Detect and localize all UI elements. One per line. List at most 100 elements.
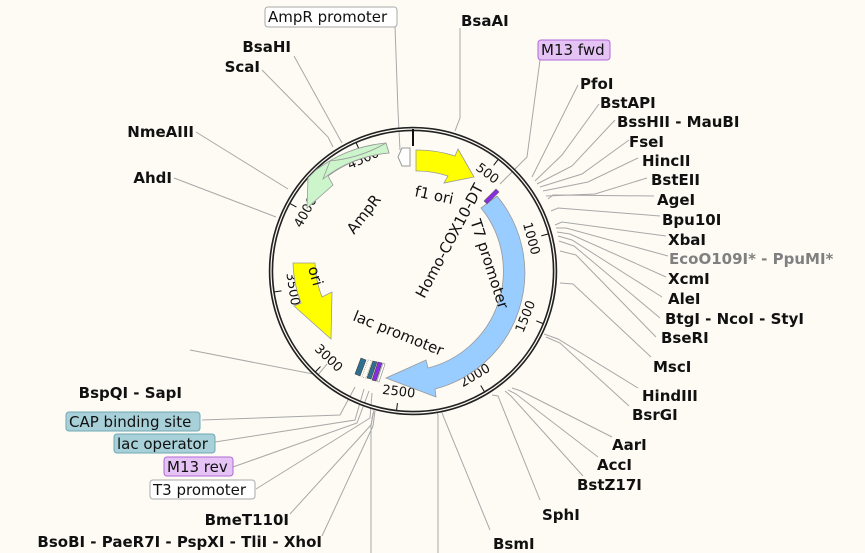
feature-t3-promoter-marker <box>376 362 386 383</box>
feature-homo-cox10-dt-arrow <box>384 195 526 398</box>
leader-eco0109i <box>556 227 669 257</box>
feature-ampr-body <box>322 142 390 181</box>
enzyme-bspqi-sapi[interactable]: BspQI - SapI <box>79 384 182 402</box>
enzyme-xbai[interactable]: XbaI <box>668 231 706 249</box>
feature-m13-rev-marker <box>371 361 383 382</box>
box-m13-rev-text: M13 rev <box>167 458 228 476</box>
leader-bsahi <box>293 55 343 144</box>
enzyme-pfoi[interactable]: PfoI <box>580 75 613 93</box>
leader-m13fwd <box>499 59 541 185</box>
box-m13-rev[interactable] <box>163 456 234 477</box>
leader-hincii <box>542 157 639 192</box>
leader-ampr-promoter <box>394 25 401 151</box>
leader-bottom-cut <box>370 412 374 553</box>
enzyme-hindiii[interactable]: HindIII <box>642 387 698 405</box>
feature-f1-ori-arrow <box>415 148 475 184</box>
box-t3-promoter-text: T3 promoter <box>152 481 247 499</box>
enzyme-bsteii[interactable]: BstEII <box>651 171 700 189</box>
box-cap-binding-site[interactable] <box>65 411 201 432</box>
tick-mark-500 <box>493 159 499 166</box>
leader-agei <box>547 194 655 200</box>
enzyme-bsmi[interactable]: BsmI <box>493 535 535 553</box>
enzyme-bmet110i[interactable]: BmeT110I <box>205 511 289 529</box>
enzyme-bstapi[interactable]: BstAPI <box>600 94 656 112</box>
feature-lac-promoter-marker <box>361 359 373 379</box>
enzyme-xcmi[interactable]: XcmI <box>668 270 710 288</box>
feature-cap-binding-site-marker <box>354 357 367 377</box>
box-lac-operator[interactable] <box>113 433 216 454</box>
feature-lac-operator-marker <box>366 360 378 380</box>
enzyme-nmeaiii[interactable]: NmeAIII <box>127 123 194 141</box>
enzyme-fsei[interactable]: FseI <box>629 133 664 151</box>
box-t3-promoter[interactable] <box>149 479 256 500</box>
tick-label-500: 500 <box>473 161 502 188</box>
leader-extra-bottom <box>435 408 439 553</box>
enzyme-acci[interactable]: AccI <box>597 456 632 474</box>
leader-scai <box>261 69 334 148</box>
tick-mark-1500 <box>536 320 543 324</box>
enzyme-scai[interactable]: ScaI <box>225 58 260 76</box>
boxed-labels: AmpR promoter M13 fwd CAP binding site l… <box>65 6 611 500</box>
leader-bsmi <box>440 409 491 531</box>
enzyme-bsrgi[interactable]: BsrGI <box>632 406 678 424</box>
tick-mark-3000 <box>315 366 321 372</box>
leader-lac-operator <box>214 388 365 443</box>
leader-xcmi <box>556 231 667 278</box>
tick-mark-1000 <box>541 233 549 237</box>
enzyme-ahdi[interactable]: AhdI <box>133 169 172 187</box>
enzymes-left: BsaHI ScaI NmeAIII AhdI BspQI - SapI Bme… <box>37 38 322 551</box>
leader-alei <box>557 235 663 298</box>
enzyme-btgi-ncoi-styi[interactable]: BtgI - NcoI - StyI <box>665 310 804 328</box>
enzyme-bsaai[interactable]: BsaAI <box>461 12 509 30</box>
leader-sphi <box>491 394 541 501</box>
leader-bstapi <box>534 103 600 182</box>
box-lac-operator-text: lac operator <box>117 435 209 453</box>
enzyme-bseri[interactable]: BseRI <box>661 329 709 347</box>
enzyme-hincii[interactable]: HincII <box>642 152 690 170</box>
leader-lines <box>173 25 669 553</box>
leader-acci <box>507 389 599 458</box>
leader-t3-promoter <box>255 392 373 490</box>
enzyme-agei[interactable]: AgeI <box>657 191 695 209</box>
enzyme-bstz17i[interactable]: BstZ17I <box>577 476 642 494</box>
feature-ampr-promoter-arrow <box>397 147 411 167</box>
leader-ahdi <box>173 177 277 218</box>
label-lac-promoter: lac promoter <box>351 307 448 360</box>
box-cap-binding-site-text: CAP binding site <box>69 413 191 431</box>
feature-ori-arrow <box>292 262 333 340</box>
enzyme-ecoo109i-ppumi[interactable]: EcoO109I* - PpuMI* <box>669 250 834 268</box>
tick-mark-2000 <box>480 385 485 392</box>
enzyme-bsobi-group[interactable]: BsoBI - PaeR7I - PspXI - TliI - XhoI <box>37 533 322 551</box>
label-ampr: AmpR <box>343 191 385 237</box>
leader-msci <box>559 282 652 358</box>
enzyme-alei[interactable]: AleI <box>668 290 701 308</box>
label-ori: ori <box>304 264 327 288</box>
tick-mark-3500 <box>274 290 282 293</box>
leader-cap-site <box>201 386 356 421</box>
tick-mark-2500 <box>396 403 398 411</box>
leader-m13rev <box>232 390 370 468</box>
leader-bsobi <box>321 410 376 537</box>
box-m13-fwd-text: M13 fwd <box>541 41 605 59</box>
enzyme-msci[interactable]: MscI <box>653 358 691 376</box>
enzyme-aari[interactable]: AarI <box>612 436 647 454</box>
box-ampr-promoter-text: AmpR promoter <box>268 8 388 26</box>
leader-aari <box>511 387 613 438</box>
tick-mark-4000 <box>290 203 297 208</box>
box-m13-fwd[interactable] <box>537 39 611 61</box>
leader-xbai <box>554 221 667 237</box>
enzyme-sphi[interactable]: SphI <box>542 506 580 524</box>
leader-bsrgi <box>545 336 630 407</box>
box-ampr-promoter[interactable] <box>264 6 398 28</box>
leader-bsaai <box>454 28 461 132</box>
leader-fsei <box>539 139 630 188</box>
label-f1-ori: f1 ori <box>413 182 455 208</box>
leader-bpu10i <box>550 207 661 217</box>
leader-pfoi <box>531 84 579 178</box>
enzyme-bpu10i[interactable]: Bpu10I <box>662 211 721 229</box>
enzyme-bsahi[interactable]: BsaHI <box>242 38 291 56</box>
leader-nmeaiii <box>195 131 289 190</box>
enzyme-bsshii-maubi[interactable]: BssHII - MauBI <box>617 113 739 131</box>
